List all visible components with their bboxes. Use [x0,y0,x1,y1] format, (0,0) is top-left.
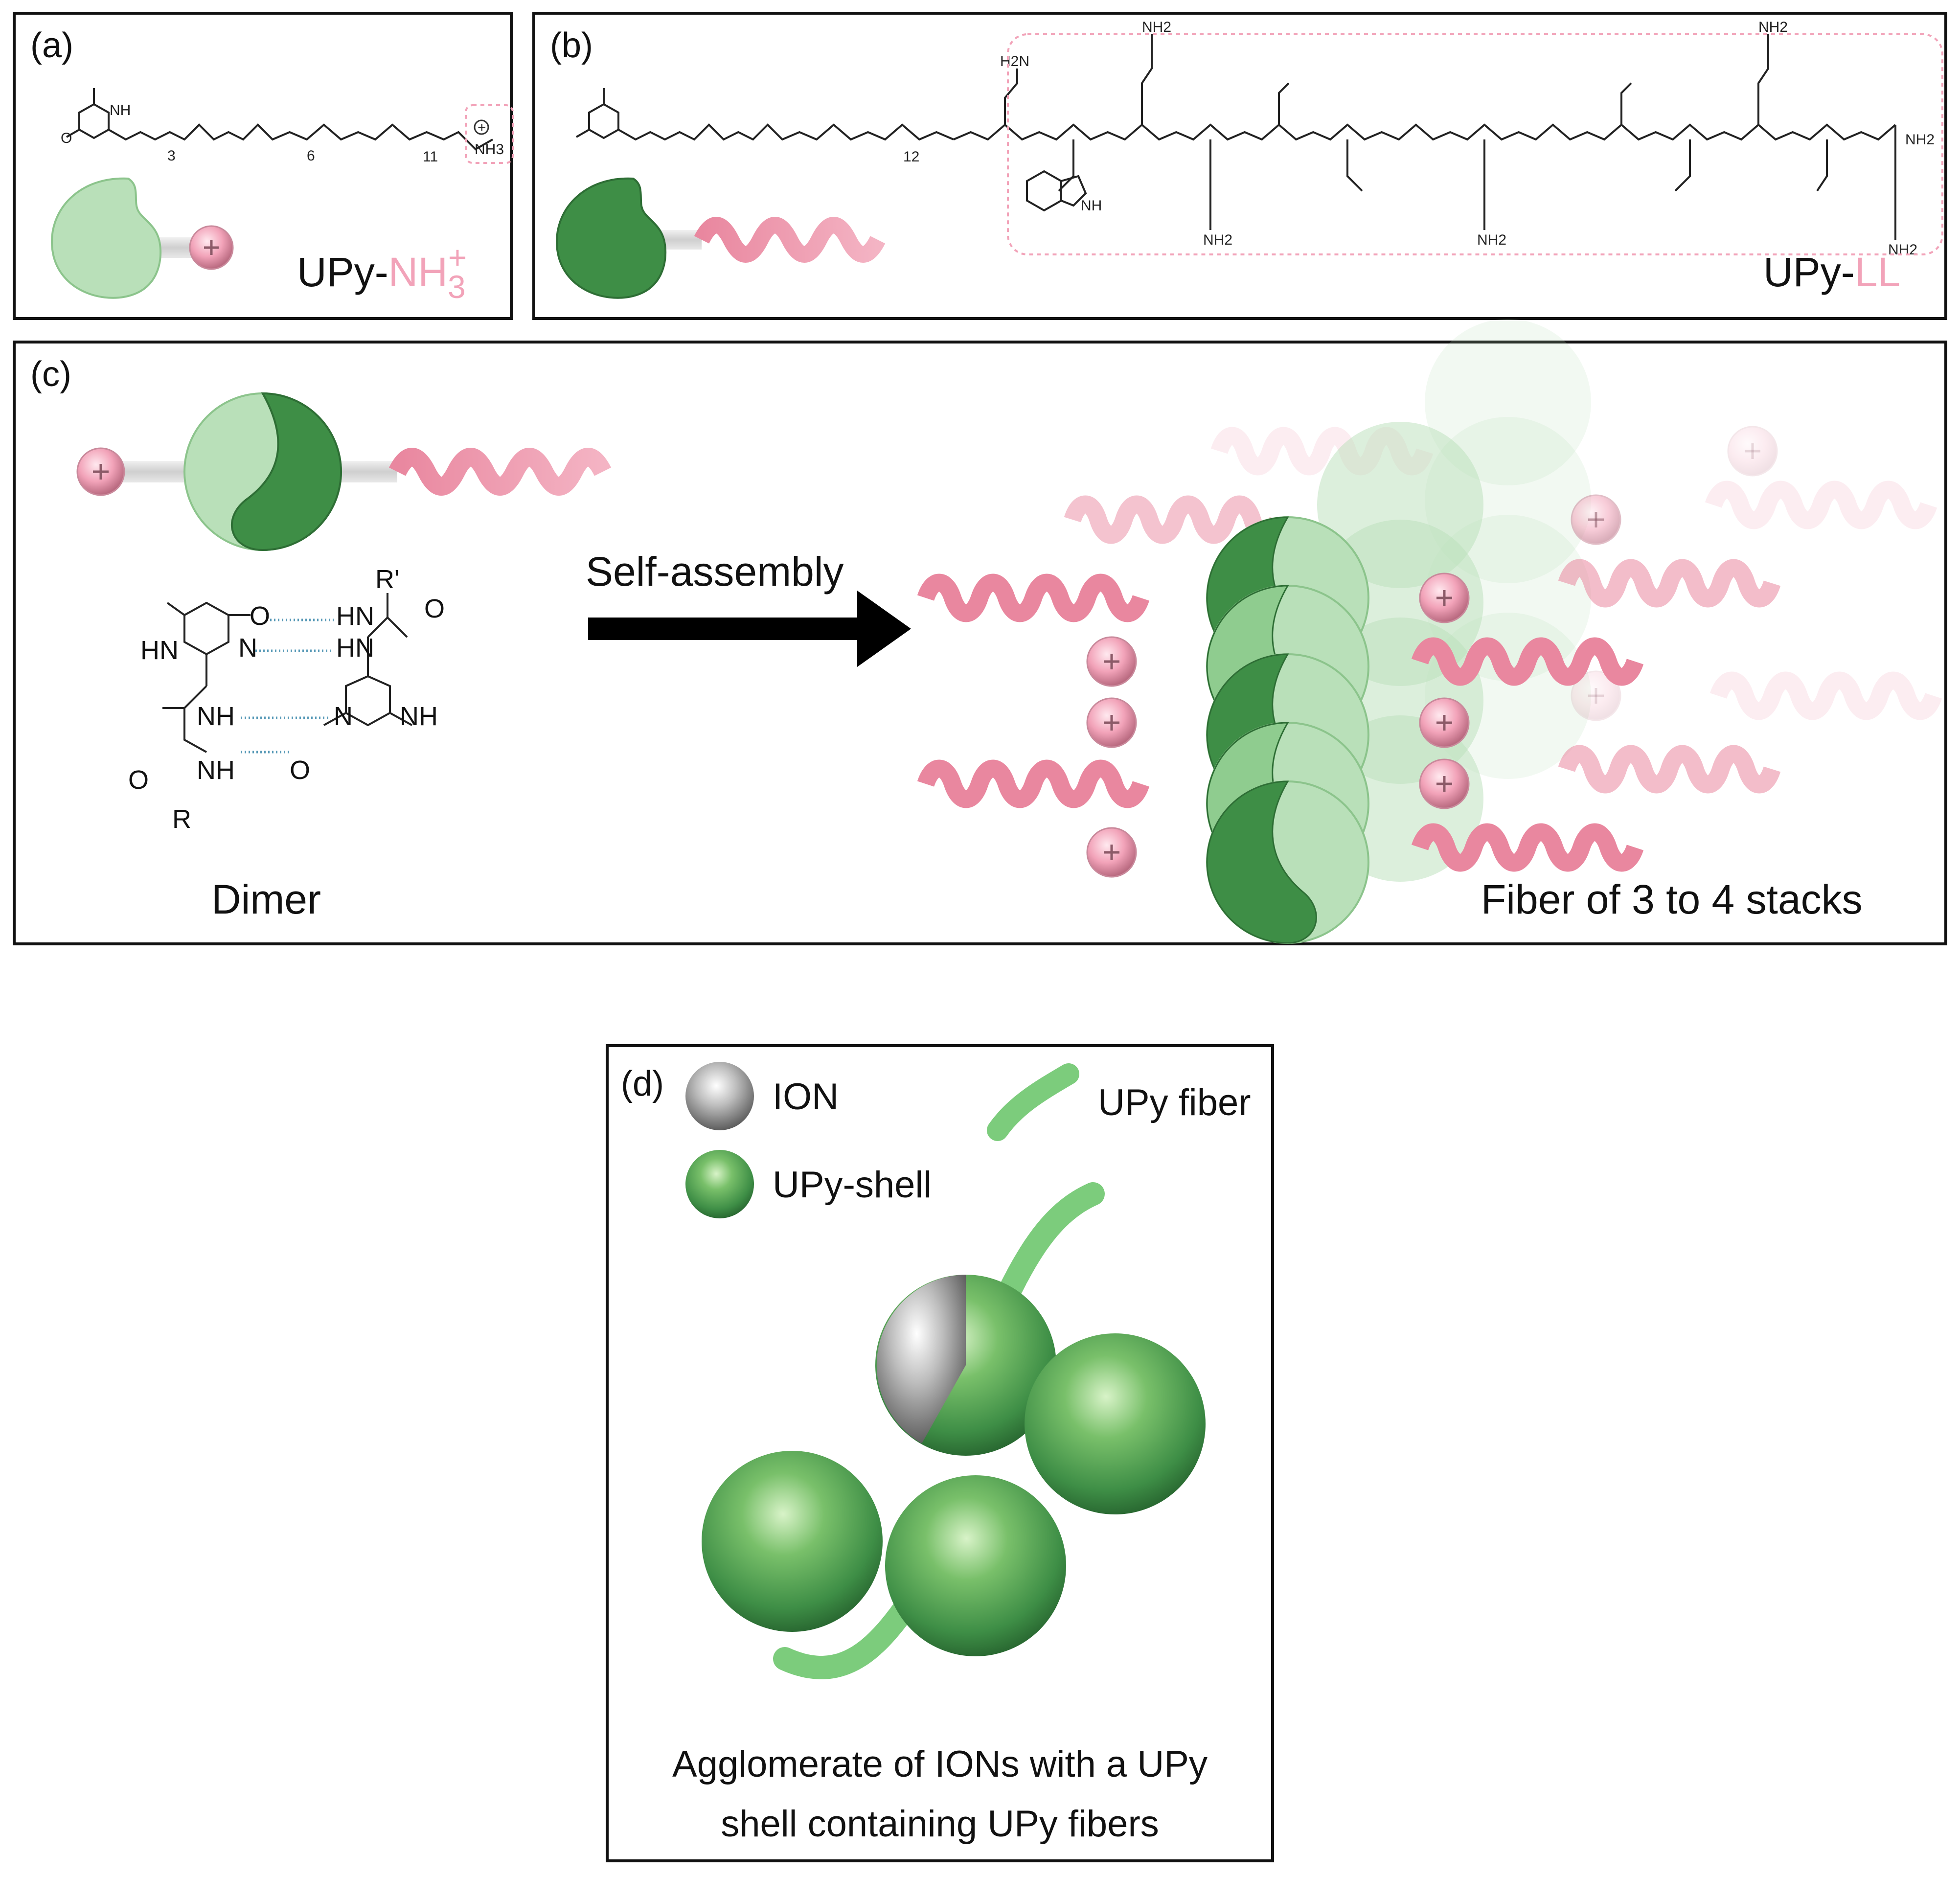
panel-c-label: (c) [30,355,71,394]
chem-o-bottom: O [290,755,310,785]
chem-nh2-3: NH2 [1477,232,1506,248]
upy-ll-name-prefix: UPy- [1763,249,1855,295]
peptide-backbone [953,123,1896,141]
upy-ring [66,88,110,139]
chem-n-right: N [334,702,353,731]
chem-nh2-1: NH2 [1142,19,1171,35]
chem-o-ring: O [61,130,72,146]
upy-ll-cartoon [556,177,886,299]
chem-nh-indole: NH [1081,198,1102,214]
shell-sphere-left [702,1451,883,1632]
chem-nh3: NH3 [475,141,504,158]
fiber-stack [917,319,1942,944]
chem-hn-mid: HN [336,633,374,663]
front-upy-dark-4 [1206,780,1317,944]
back-helix-2 [1705,481,1937,529]
upy-nh3-name-suffix: NH [388,249,448,295]
upy-fiber-bottom [773,1593,919,1679]
chem-sub-12: 12 [903,149,919,165]
back-ball-1 [1727,426,1778,477]
chem-sub-6: 6 [307,148,315,164]
ion-legend-sphere [685,1062,754,1130]
chem-nh2-2: NH2 [1203,232,1232,248]
charge-circle [474,119,489,135]
mid-helix-3 [1558,745,1781,794]
upy-ll-name: UPy-LL [1763,249,1900,296]
chem-n-left: N [238,633,257,663]
legend-fiber-label: UPy fiber [1098,1082,1251,1123]
back-upy-disc-0 [1425,319,1591,485]
self-assembly-figure: R' HN N O HN HN O NH N NH O NH O R [76,319,1942,944]
dimer-label: Dimer [211,876,321,922]
panel-c: (c) [13,319,1947,945]
mid-helix-2 [1558,559,1781,608]
front-helix-3 [917,759,1150,808]
shell-legend-sphere [685,1150,754,1218]
peptide-highlight-box [1007,33,1943,255]
upy-nh3-name-sub: 3 [448,269,466,305]
shell-sphere-right [1025,1333,1206,1514]
linker-chain-b [618,123,954,141]
caption-line2: shell containing UPy fibers [721,1803,1159,1845]
chem-nh-right: NH [400,702,438,731]
upy-light-comma [51,177,162,299]
chem-sub-11: 11 [423,149,438,165]
fiber-legend-segment [987,1063,1079,1141]
dimer-chemical-structure: R' HN N O HN HN O NH N NH O NH O R [128,565,445,834]
chem-nh-ring: NH [110,102,131,118]
fiber-label: Fiber of 3 to 4 stacks [1481,876,1863,922]
panel-a: (a) NH O 3 6 11 NH3 + [13,12,514,320]
dimer-dark-half [231,392,342,551]
peptide-helix [694,217,886,263]
shell-sphere-bottom [885,1475,1066,1656]
upy-nh3-structure: NH O 3 6 11 NH3 + [51,88,514,299]
chem-o-right-top: O [424,594,445,623]
front-helix-4 [1411,823,1644,872]
chem-hn-left: HN [140,636,179,665]
tryptophan-indole [1026,170,1087,212]
linker-chain [108,123,493,151]
arrow-label: Self-assembly [586,549,844,595]
front-helix-1 [917,573,1150,622]
upy-nh3-name: UPy-NH3+ [297,239,484,305]
chem-h2n: H2N [1000,53,1029,69]
upy-nh3-name-charge: + [448,239,467,275]
agglomerate-figure [685,1062,1206,1679]
upy-ll-name-suffix: LL [1854,249,1901,295]
ion-core-exposed [876,1275,966,1443]
panel-a-label: (a) [30,26,73,65]
ammonium-highlight-box [465,104,514,164]
chem-o-top-left: O [250,601,270,631]
back-ball-2 [1571,670,1621,721]
legend-ion-label: ION [773,1076,839,1118]
chem-r-prime: R' [375,565,399,594]
chem-r: R [172,804,191,834]
peptide-side-chains [1004,34,1896,240]
panel-d-label: (d) [621,1064,664,1103]
chem-hn-top: HN [336,601,374,631]
upy-nh3-cartoon [51,177,234,299]
upy-ll-structure: 12 H2N NH2 NH2 NH2 NH2 NH2 NH2 [556,19,1943,299]
legend-shell-label: UPy-shell [773,1164,932,1206]
chem-nh2-terminal: NH2 [1905,132,1935,148]
self-assembly-arrow[interactable] [588,591,911,667]
panel-d: (d) ION UPy-shell UPy [606,1044,1274,1862]
upy-dark-comma [556,177,667,299]
chem-plus: + [478,119,486,136]
chem-nh2-4: NH2 [1758,19,1788,35]
upy-ring-b [576,88,619,139]
panel-b: (b) 12 H2N [532,12,1947,320]
caption-line1: Agglomerate of IONs with a UPy [672,1743,1208,1785]
dimer-helix [389,448,611,496]
panel-b-label: (b) [550,26,593,65]
chem-nh-left-2: NH [197,755,235,785]
upy-nh3-name-prefix: UPy- [297,249,388,295]
back-helix-3 [1709,671,1942,720]
chem-sub-3: 3 [167,148,176,164]
chem-nh-left-1: NH [197,702,235,731]
chem-o-left-bottom: O [128,765,149,795]
dimer-cartoon [76,392,611,551]
mid-helix-1 [1064,495,1287,544]
front-helix-2 [1411,637,1644,686]
